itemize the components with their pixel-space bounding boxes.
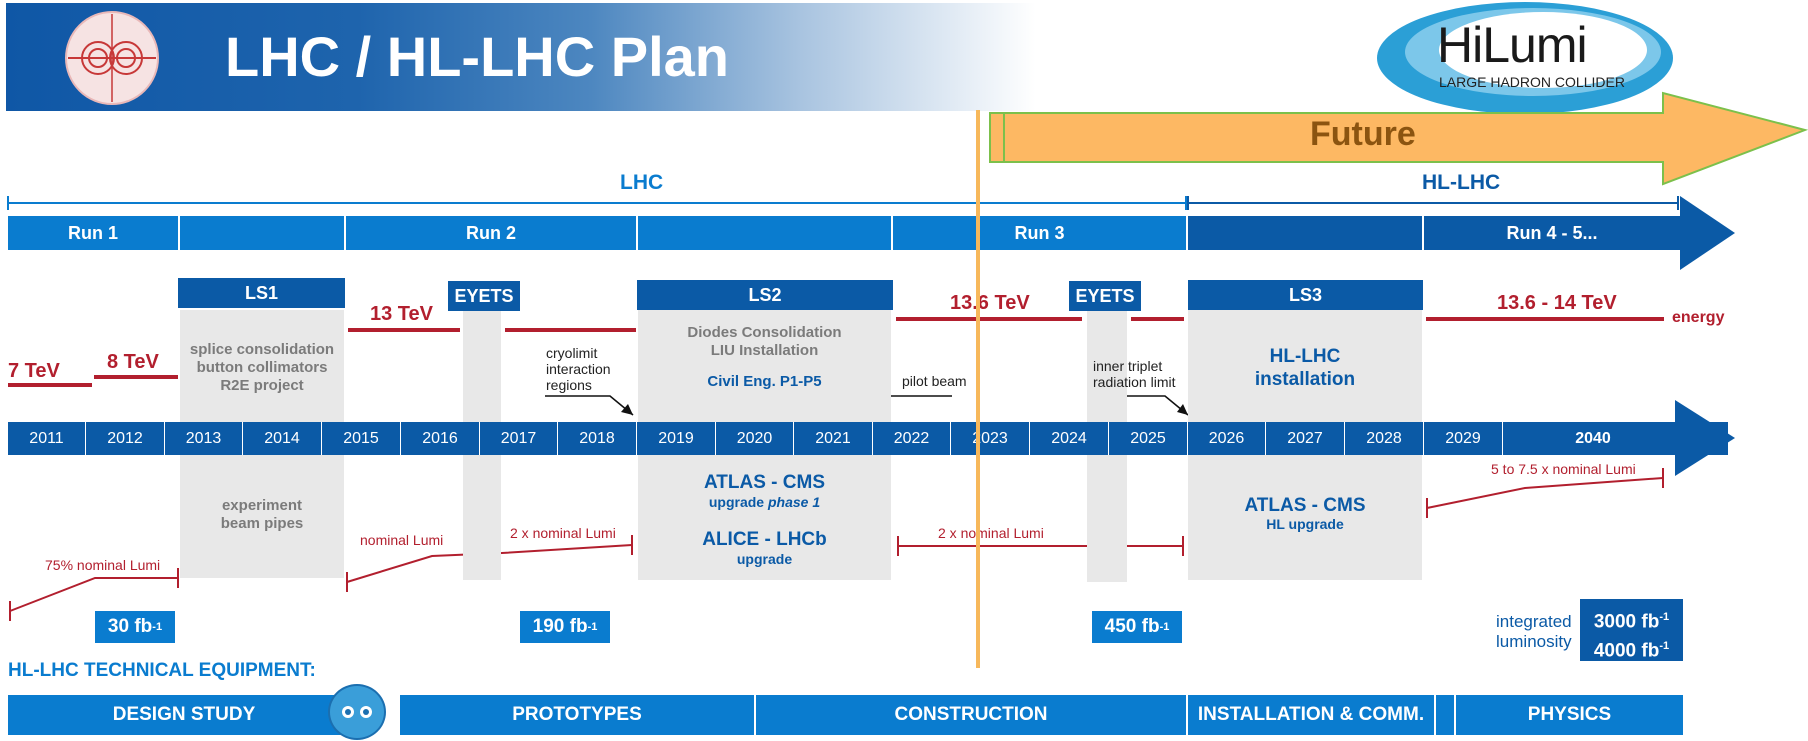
year-axis — [8, 422, 1728, 455]
phase-hatch — [1436, 695, 1454, 735]
energy-line-136tev-b — [1131, 317, 1184, 321]
lhc-era-label: LHC — [620, 171, 664, 194]
hllhc-era-label: HL-LHC — [1422, 171, 1501, 194]
year-tick-2028: 2028 — [1345, 422, 1424, 455]
year-tick-2020: 2020 — [716, 422, 794, 455]
ls3-atlas-sub: HL upgrade — [1266, 516, 1344, 532]
hilumi-wordmark: HiLumi — [1437, 17, 1588, 73]
lumi-label-4: 2 x nominal Lumi — [938, 525, 1044, 541]
hilumi-subtitle: LARGE HADRON COLLIDER — [1439, 74, 1625, 90]
phase-design-study: DESIGN STUDY — [8, 695, 360, 735]
cern-logo-icon — [64, 10, 160, 106]
year-tick-2012: 2012 — [86, 422, 165, 455]
int-lumi-hl: 3000 fb-1 4000 fb-1 — [1580, 599, 1683, 662]
energy-line-7tev — [8, 383, 92, 387]
energy-line-13tev-b — [505, 328, 636, 332]
year-tick-2017: 2017 — [480, 422, 558, 455]
year-tick-2011: 2011 — [8, 422, 86, 455]
ls3-atlas-cms: ATLAS - CMS — [1244, 495, 1366, 516]
lumi-line-4 — [1426, 477, 1664, 509]
run-2: Run 2 — [346, 216, 636, 250]
lumi-label-5: 5 to 7.5 x nominal Lumi — [1491, 461, 1636, 477]
year-tick-2027: 2027 — [1266, 422, 1345, 455]
header-banner — [6, 3, 1176, 111]
ls2-atlas-sub: upgrade phase 1 — [708, 494, 821, 510]
year-tick-2021: 2021 — [794, 422, 873, 455]
eyets1-header: EYETS — [448, 281, 520, 311]
run-4-5: Run 4 - 5... — [1424, 216, 1680, 250]
lumi-label-1: 75% nominal Lumi — [45, 557, 161, 573]
year-tick-2014: 2014 — [243, 422, 322, 455]
ls2-alice-sub: upgrade — [736, 551, 793, 567]
run-gap-ls2 — [638, 216, 891, 250]
page-title: LHC / HL-LHC Plan — [225, 25, 729, 88]
year-tick-2018: 2018 — [558, 422, 637, 455]
year-tick-2013: 2013 — [165, 422, 243, 455]
future-label: Future — [1310, 115, 1416, 153]
int-lumi-30: 30 fb-1 — [95, 611, 175, 643]
energy-line-13tev — [348, 328, 460, 332]
run-gap-ls1 — [180, 216, 344, 250]
run-1: Run 1 — [8, 216, 178, 250]
pilot-beam-note: pilot beam — [902, 373, 967, 389]
phase-prototypes: PROTOTYPES — [400, 695, 754, 735]
year-tick-2019: 2019 — [637, 422, 716, 455]
energy-label-7tev: 7 TeV — [8, 360, 60, 382]
phase-installation: INSTALLATION & COMM. — [1188, 695, 1434, 735]
energy-label-14tev: 13.6 - 14 TeV — [1497, 292, 1617, 314]
year-tick-2026: 2026 — [1188, 422, 1266, 455]
equipment-heading: HL-LHC TECHNICAL EQUIPMENT: — [8, 660, 316, 681]
ls3-header: LS3 — [1188, 280, 1423, 310]
year-tick-2025: 2025 — [1109, 422, 1188, 455]
energy-line-14tev — [1426, 317, 1664, 321]
phase-physics: PHYSICS — [1456, 695, 1683, 735]
run-3: Run 3 — [893, 216, 1186, 250]
year-tick-2040: 2040 — [1575, 429, 1611, 447]
lumi-label-3: 2 x nominal Lumi — [510, 525, 616, 541]
eyets2-header: EYETS — [1069, 281, 1141, 311]
lumi-line-1 — [9, 577, 178, 612]
magnet-icon — [328, 684, 386, 740]
phase-construction: CONSTRUCTION — [756, 695, 1186, 735]
energy-label-136tev: 13.6 TeV — [950, 292, 1030, 314]
energy-line-8tev — [94, 375, 178, 379]
year-tick-2016: 2016 — [401, 422, 480, 455]
year-tick-2023: 2023 — [951, 422, 1030, 455]
int-lumi-450: 450 fb-1 — [1092, 611, 1182, 643]
ls2-alice-lhcb: ALICE - LHCb — [702, 529, 827, 550]
energy-line-136tev — [896, 317, 1082, 321]
year-tick-2024: 2024 — [1030, 422, 1109, 455]
energy-axis-label: energy — [1672, 309, 1725, 326]
hilumi-logo: HiLumi LARGE HADRON COLLIDER — [1375, 0, 1675, 115]
energy-label-13tev: 13 TeV — [370, 303, 433, 325]
energy-label-8tev: 8 TeV — [107, 351, 159, 373]
year-tick-2015: 2015 — [322, 422, 401, 455]
run-arrowhead — [1680, 196, 1735, 270]
ls2-atlas-cms: ATLAS - CMS — [703, 472, 826, 493]
int-lumi-190: 190 fb-1 — [520, 611, 610, 643]
year-tick-2029: 2029 — [1424, 422, 1503, 455]
ls2-header: LS2 — [637, 280, 893, 310]
run-gap-ls3 — [1188, 216, 1422, 250]
civil-eng-note: Civil Eng. P1-P5 — [707, 373, 822, 390]
now-marker-line — [976, 110, 980, 668]
lumi-label-2: nominal Lumi — [360, 532, 444, 548]
ls1-header: LS1 — [178, 278, 345, 308]
year-tick-2022: 2022 — [873, 422, 951, 455]
future-arrow — [989, 91, 1808, 186]
